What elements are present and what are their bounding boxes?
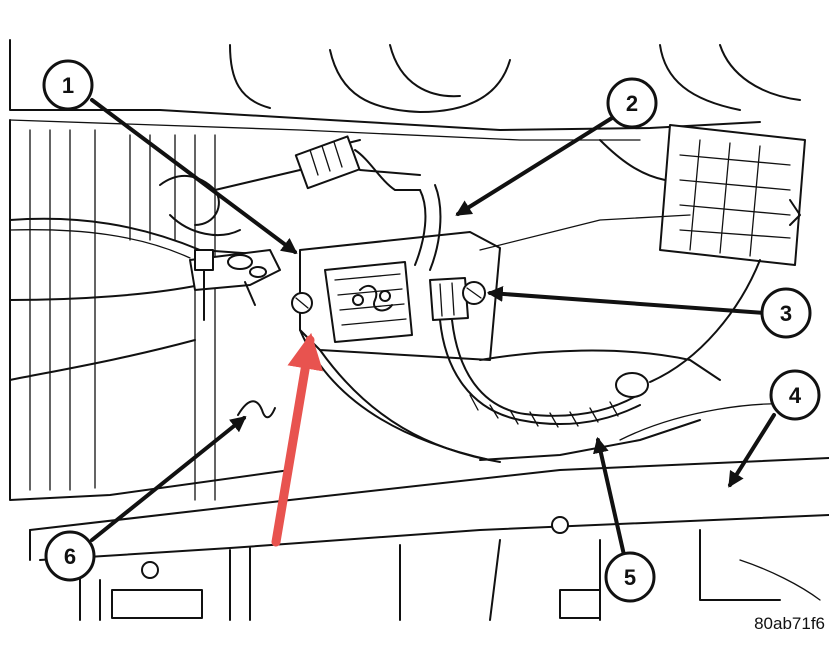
svg-text:1: 1 <box>62 73 74 98</box>
left-bracket <box>189 249 281 321</box>
callout-1: 1 <box>42 59 94 111</box>
resistor-wire-connector <box>414 184 469 321</box>
mounting-screw-left <box>291 292 313 314</box>
svg-text:5: 5 <box>624 565 636 590</box>
svg-text:6: 6 <box>64 544 76 569</box>
svg-text:3: 3 <box>780 301 792 326</box>
callout-6: 6 <box>44 530 96 582</box>
reference-code: 80ab71f6 <box>754 614 825 633</box>
lower-instrument-panel <box>29 457 829 621</box>
svg-text:4: 4 <box>789 383 802 408</box>
svg-text:2: 2 <box>626 91 638 116</box>
upper-wire-harness <box>159 135 421 236</box>
callout-2: 2 <box>606 77 658 129</box>
callout-5: 5 <box>604 551 656 603</box>
left-blower-housing <box>9 119 291 501</box>
callout-3: 3 <box>760 287 812 339</box>
blower-motor-resistor <box>324 261 413 343</box>
twisted-wire-harness <box>439 259 761 428</box>
upper-duct-housing <box>9 39 801 141</box>
mounting-screw-right <box>462 281 486 305</box>
right-connector-block <box>599 124 806 266</box>
callout-4: 4 <box>769 369 821 421</box>
housing-squiggle <box>237 400 276 419</box>
highlight-arrow <box>271 332 323 547</box>
leader-lines <box>90 98 776 557</box>
